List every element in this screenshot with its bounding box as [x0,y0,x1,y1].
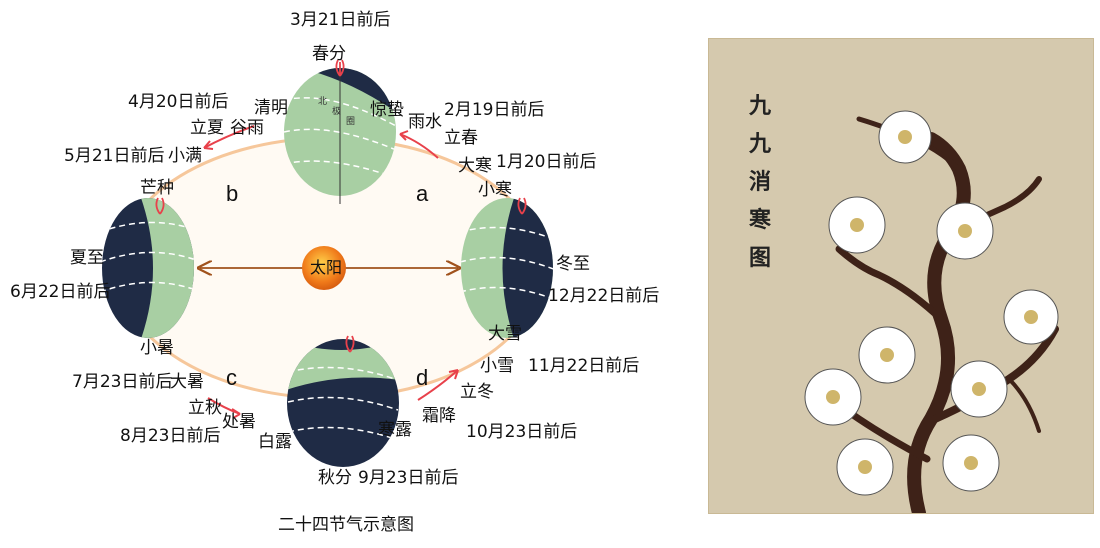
solar-terms-diagram: 北 极 圈 3月21日前后 春分 清明 惊蛰 雨水 2月19日前后 立春 大寒 … [10,10,660,535]
term-chunfen: 春分 [312,44,346,64]
term-xiaoshu: 小暑 [140,338,174,358]
term-xiaoxue: 小雪 [480,356,514,376]
term-date: 8月23日前后 [120,426,221,446]
globe-label: 极 [332,107,342,117]
term-xiaohan: 小寒 [478,180,512,200]
term-hanlu: 寒露 [378,420,412,440]
globe-winter-solstice [461,198,553,338]
quadrant-d: d [416,365,429,390]
term-date: 9月23日前后 [358,468,459,488]
term-shuangjiang: 霜降 [422,406,456,426]
term-jingzhe: 惊蛰 [370,100,404,120]
painting-title: 九 九 消 寒 图 [749,93,772,271]
term-date: 7月23日前后 [72,372,173,392]
term-date: 11月22日前后 [528,356,640,376]
term-date: 10月23日前后 [466,422,578,442]
globe-summer-solstice [102,198,194,338]
term-date: 6月22日前后 [10,282,111,302]
plum-branch-illustration [804,110,1059,513]
term-liqiu: 立秋 [188,398,222,418]
term-xiaoman: 小满 [168,146,202,166]
term-bailu: 白露 [258,432,292,452]
term-date: 12月22日前后 [548,286,660,306]
term-date: 2月19日前后 [444,100,545,120]
term-dashu: 大暑 [170,372,204,392]
term-guyu: 谷雨 [230,118,264,138]
quadrant-a: a [416,181,429,206]
sun-label: 太阳 [310,258,343,277]
term-mangzhong: 芒种 [140,178,174,198]
term-lidong: 立冬 [460,382,494,402]
term-xiazhi: 夏至 [70,248,104,268]
term-chushu: 处暑 [222,412,256,432]
orbit-direction-arrows [203,125,459,419]
quadrant-c: c [226,365,237,390]
diagram-graphic [102,59,553,467]
term-date: 5月21日前后 [64,146,165,166]
term-dahan: 大寒 [458,156,492,176]
term-qiufen: 秋分 [318,468,352,488]
term-date: 3月21日前后 [290,10,391,30]
quadrant-b: b [226,181,239,206]
term-date: 1月20日前后 [496,152,597,172]
plum-blossom-painting: 九 九 消 寒 图 [708,38,1094,514]
term-daxue: 大雪 [488,324,522,344]
globe-autumn-equinox [287,339,399,467]
globe-label: 圈 [346,117,356,127]
term-lichun: 立春 [444,128,478,148]
term-date: 4月20日前后 [128,92,229,112]
term-dongzhi: 冬至 [556,254,590,274]
sun [302,246,346,290]
term-lixia: 立夏 [190,118,224,138]
globe-label-north-polar: 北 [318,97,328,107]
diagram-caption: 二十四节气示意图 [278,515,414,535]
term-yushui: 雨水 [408,112,442,132]
term-qingming: 清明 [254,98,288,118]
blossoms [804,110,1059,496]
